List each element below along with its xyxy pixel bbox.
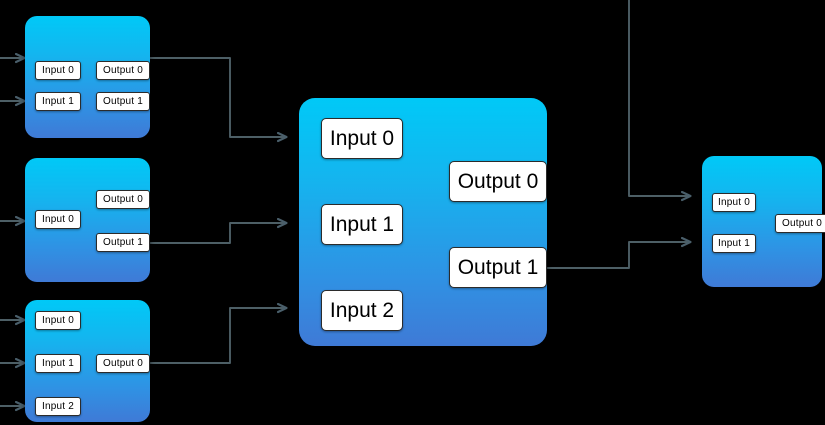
port-output-output-1[interactable]: Output 1 (449, 247, 547, 288)
port-output-output-0[interactable]: Output 0 (96, 61, 150, 80)
port-input-input-2[interactable]: Input 2 (35, 397, 81, 416)
node-middle-left[interactable]: Input 0 Output 0 Output 1 (25, 158, 150, 282)
node-center[interactable]: Input 0 Input 1 Input 2 Output 0 Output 1 (299, 98, 547, 346)
wire-top-to-right-in0 (628, 0, 690, 196)
wire-b-out1-to-center-in1 (149, 223, 286, 244)
port-output-output-0[interactable]: Output 0 (775, 214, 825, 233)
port-input-input-1[interactable]: Input 1 (35, 354, 81, 373)
port-input-input-1[interactable]: Input 1 (321, 204, 403, 245)
port-output-output-0[interactable]: Output 0 (96, 190, 150, 209)
port-output-output-0[interactable]: Output 0 (449, 161, 547, 202)
wire-center-out1-to-right-in1 (546, 242, 690, 269)
port-output-output-1[interactable]: Output 1 (96, 233, 150, 252)
port-output-output-1[interactable]: Output 1 (96, 92, 150, 111)
node-bottom-left[interactable]: Input 0 Input 1 Input 2 Output 0 (25, 300, 150, 422)
port-input-input-1[interactable]: Input 1 (35, 92, 81, 111)
port-input-input-0[interactable]: Input 0 (712, 193, 756, 212)
node-right[interactable]: Input 0 Input 1 Output 0 (702, 156, 825, 287)
port-input-input-0[interactable]: Input 0 (321, 118, 403, 159)
port-input-input-1[interactable]: Input 1 (712, 234, 756, 253)
port-input-input-2[interactable]: Input 2 (321, 290, 403, 331)
wire-c-out0-to-center-in2 (149, 308, 286, 364)
port-input-input-0[interactable]: Input 0 (35, 311, 81, 330)
port-input-input-0[interactable]: Input 0 (35, 210, 81, 229)
wire-a-out0-to-center-in0 (149, 57, 286, 137)
port-input-input-0[interactable]: Input 0 (35, 61, 81, 80)
port-output-output-0[interactable]: Output 0 (96, 354, 150, 373)
node-top-left[interactable]: Input 0 Input 1 Output 0 Output 1 (25, 16, 150, 138)
